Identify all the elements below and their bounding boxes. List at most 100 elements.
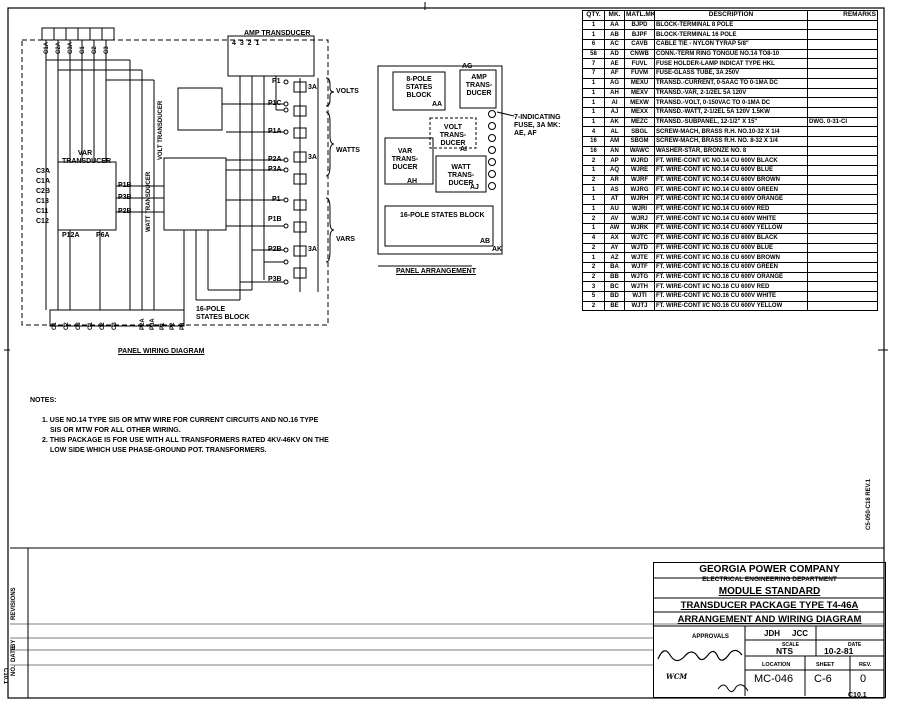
bom-mk: AB (604, 29, 625, 41)
bottom-terminal-label: C2 (64, 322, 70, 330)
var-label: VAR TRANS-DUCER (391, 148, 419, 171)
rev-value: 0 (860, 673, 867, 685)
vars-label: VARS (336, 236, 355, 243)
bom-remarks (807, 19, 878, 31)
no-label: NO. (11, 665, 17, 676)
top-terminal-label: C2 (92, 46, 98, 54)
bom-description: FT. WIRE-CONT I/C NO.16 CU 600V WHITE (654, 290, 808, 302)
watt-mk: AJ (470, 184, 479, 191)
bom-matl: WJTJ (624, 300, 655, 312)
watt-label: WATT TRANS-DUCER (447, 164, 475, 187)
bom-mk: AA (604, 19, 625, 31)
bom-mk: BA (604, 261, 625, 273)
bom-matl: BJPF (624, 29, 655, 41)
location-value: MC-046 (754, 673, 794, 685)
var-mk: AH (407, 178, 418, 185)
var-pin: C13 (36, 198, 49, 205)
bottom-terminal-label: P2 (170, 322, 176, 330)
bom-description: SCREW-MACH, BRASS R.H. NO.10-32 X 1/4 (654, 126, 808, 137)
bom-remarks (807, 203, 878, 215)
bom-matl: WJTC (624, 232, 655, 244)
terminal-label: P1 (272, 196, 281, 203)
bom-mk: AH (604, 87, 625, 99)
bom-description: FT. WIRE-CONT I/C NO.14 CU 600V BLUE (654, 165, 808, 176)
title-line-2: TRANSDUCER PACKAGE TYPE T4-46A (680, 600, 859, 611)
bom-qty: 1 (582, 97, 605, 108)
terminal-label: P3B (268, 276, 282, 283)
title-line-1: MODULE STANDARD (718, 586, 821, 597)
bom-matl: WJRD (624, 155, 655, 166)
bom-remarks (807, 194, 878, 205)
bom-description: TRANSD.-WATT, 2-1/2EL 5A 120V 1.5KW (654, 106, 808, 118)
bom-remarks (807, 48, 878, 60)
bom-description: WASHER-STAR, BRONZE NO. 8 (654, 145, 808, 157)
var-label: P3B (118, 194, 132, 201)
bom-qty: 1 (582, 106, 605, 118)
bom-mk: BB (604, 271, 625, 283)
department: ELECTRICAL ENGINEERING DEPARTMENT (702, 576, 837, 583)
var-label: P1B (118, 182, 132, 189)
bom-remarks (807, 232, 878, 244)
var-transducer-label: VAR TRANSDUCER (62, 150, 111, 165)
bom-matl: WJRF (624, 174, 655, 186)
terminal-label: P2B (268, 246, 282, 253)
bom-remarks (807, 213, 878, 225)
bom-mk: AT (604, 194, 625, 205)
bom-qty: 1 (582, 203, 605, 215)
bom-mk: BE (604, 300, 625, 312)
bom-header-mk: MK. (604, 10, 625, 21)
var-label: P12A (62, 232, 80, 239)
top-terminal-label: C1 (80, 46, 86, 54)
bottom-terminal-label: P1 (160, 322, 166, 330)
terminal-label: P1 (272, 78, 281, 85)
terminal-label: P3A (268, 166, 282, 173)
bottom-terminal-label: C3 (76, 322, 82, 330)
bom-description: FT. WIRE-CONT I/C NO.14 CU 600V WHITE (654, 213, 808, 225)
bom-mk: AM (604, 135, 625, 147)
volt-transducer-label: VOLT TRANSDUCER (158, 100, 164, 160)
var-pin: C3A (36, 168, 51, 175)
note-item: 1. USE NO.14 TYPE SIS OR MTW WIRE FOR CU… (42, 417, 319, 434)
bom-description: TRANSD.-CURRENT, 0-5AAC TO 0-1MA DC (654, 77, 808, 89)
bom-matl: WJRI (624, 203, 655, 215)
bom-remarks (807, 300, 878, 312)
bom-mk: AW (604, 223, 625, 234)
drawn-by: JDH (764, 629, 781, 638)
bom-remarks (807, 106, 878, 118)
bom-matl: WJRG (624, 184, 655, 196)
bom-remarks (807, 281, 878, 292)
bom-qty: 1 (582, 223, 605, 234)
bom-description: SCREW-MACH, BRASS R.H. NO. 8-32 X 1/4 (654, 135, 808, 147)
bom-remarks (807, 77, 878, 89)
bom-qty: 7 (582, 68, 605, 79)
bom-mk: AN (604, 145, 625, 157)
bom-matl: FUVL (624, 58, 655, 70)
bom-remarks (807, 39, 878, 50)
bom-description: FT. WIRE-CONT I/C NO.14 CU 600V YELLOW (654, 223, 808, 234)
side-drawing-number: C5-050-C18 REV.1 (866, 478, 872, 530)
bom-description: FT. WIRE-CONT I/C NO.14 CU 600V BLACK (654, 155, 808, 166)
bom-remarks (807, 261, 878, 273)
bom-qty: 16 (582, 135, 605, 147)
bottom-terminal-label: P2A (140, 318, 146, 330)
top-terminal-label: C3 (104, 46, 110, 54)
bom-qty: 1 (582, 29, 605, 41)
checked-by: JCC (792, 629, 809, 638)
bom-description: FT. WIRE-CONT I/C NO.14 CU 600V GREEN (654, 184, 808, 196)
bom-remarks (807, 126, 878, 137)
bom-description: BLOCK-TERMINAL 8 POLE (654, 19, 808, 31)
fuse-rating: 3A (308, 154, 317, 161)
doc-code: C10.1 (848, 692, 867, 699)
signature-scribble (657, 649, 743, 662)
bom-qty: 1 (582, 19, 605, 31)
watt-transducer-label: WATT TRANSDUCER (146, 171, 152, 232)
